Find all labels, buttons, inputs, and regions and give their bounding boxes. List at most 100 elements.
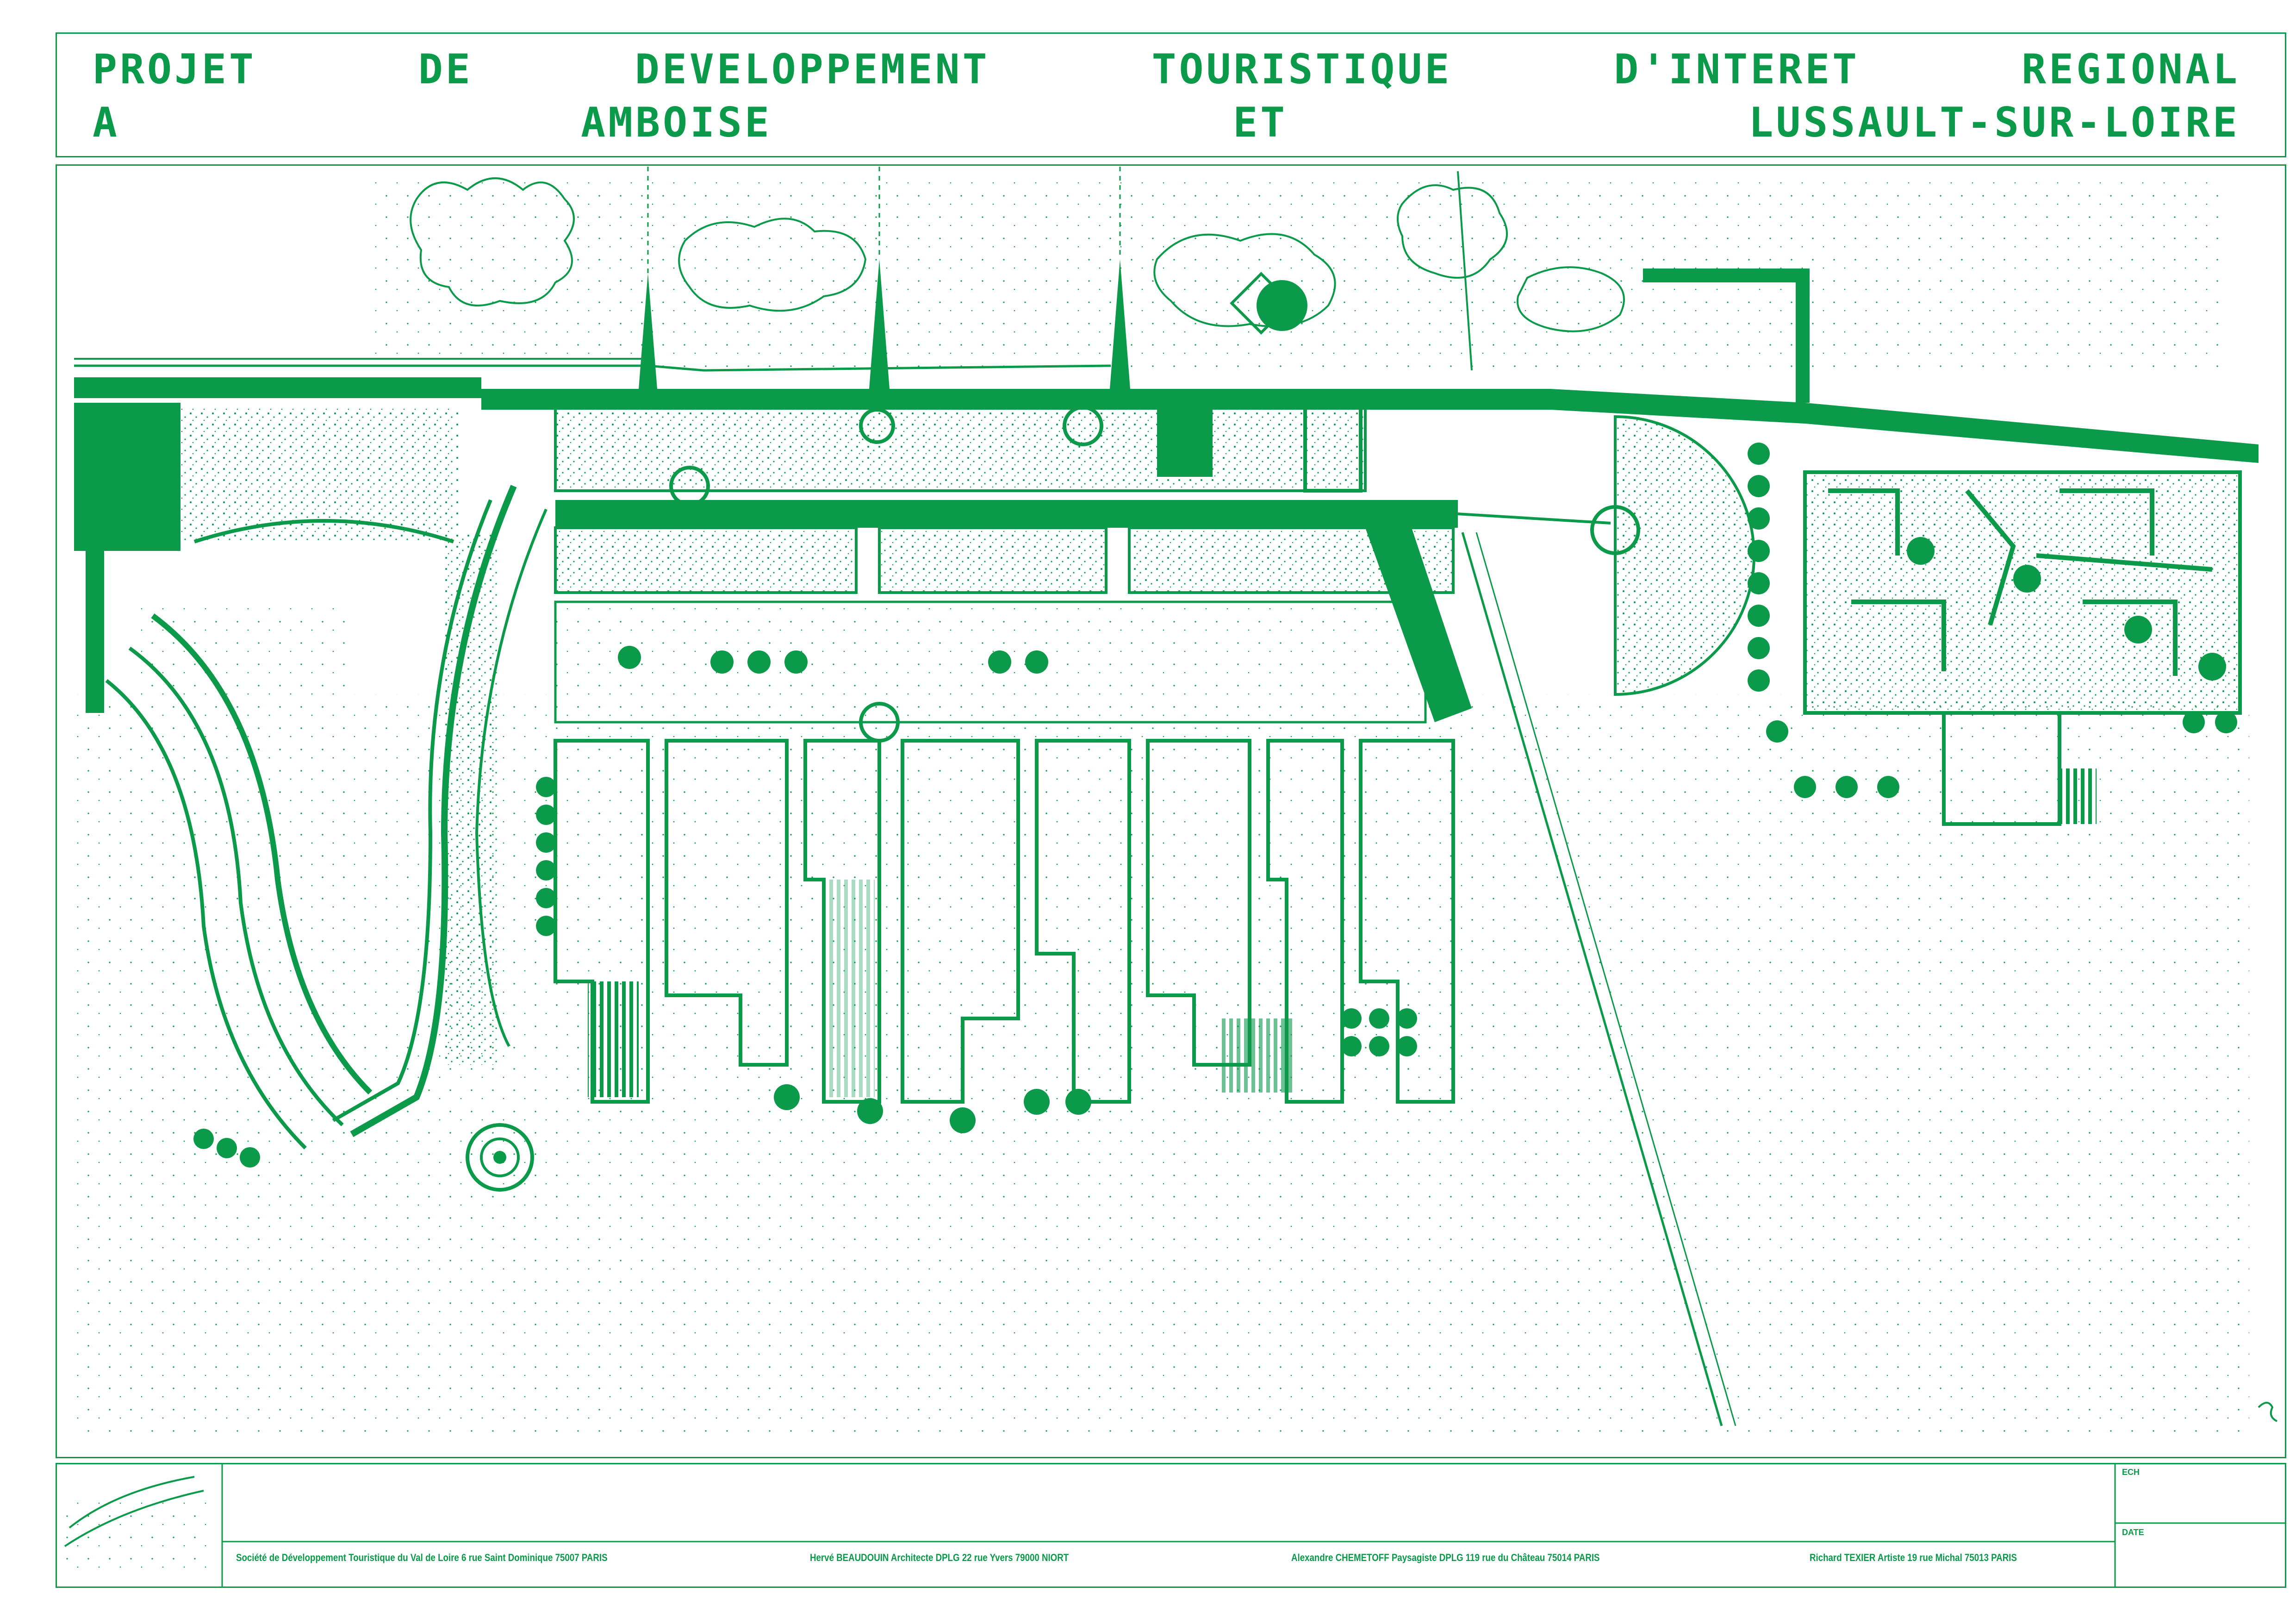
tree [1748, 572, 1770, 594]
right-cluster [1803, 470, 2242, 715]
tree [618, 646, 641, 669]
title-line-1: PROJET DE DEVELOPPEMENT TOURISTIQUE D'IN… [93, 45, 2240, 93]
courtyard-circle [1063, 406, 1103, 446]
credit-client: Société de Développement Touristique du … [236, 1552, 608, 1563]
tree-canopy-outline [1516, 266, 1625, 332]
central-spine [555, 500, 1458, 528]
tree [1024, 1089, 1050, 1115]
tree [536, 832, 556, 853]
spiral-planter [493, 1151, 506, 1164]
tree [950, 1107, 976, 1133]
tree [774, 1084, 800, 1110]
title-frame [56, 32, 2286, 157]
tree-canopy-outline [1397, 184, 1508, 279]
tree [1341, 1036, 1362, 1056]
tree [2198, 653, 2226, 681]
tree [1794, 776, 1816, 798]
tree [1766, 720, 1788, 743]
tree [1748, 475, 1770, 497]
title-block-lines [64, 1463, 2286, 1588]
tree [2013, 565, 2041, 593]
tree [217, 1138, 237, 1158]
pavilion-circle [1257, 280, 1307, 331]
diagonal-path [1475, 532, 1736, 1426]
diagonal-path [1461, 532, 1723, 1426]
axis-spike [639, 273, 657, 389]
mid-building [878, 526, 1108, 594]
upper-buildings [554, 406, 1367, 492]
tree-canopy-outline [1153, 233, 1336, 327]
tree [240, 1147, 260, 1168]
scale-label: ECH [2122, 1468, 2140, 1477]
road-line [1457, 171, 1473, 371]
housing-stipple [555, 741, 1453, 1111]
tree [1748, 507, 1770, 530]
tree [193, 1129, 214, 1149]
building-block [1157, 407, 1213, 477]
title-block-frame [56, 1463, 2286, 1588]
housing-hatch [824, 880, 875, 1097]
dock-pier [86, 537, 104, 713]
tree [1397, 1008, 1417, 1029]
tree [1748, 443, 1770, 465]
tree-canopy-outline [678, 218, 867, 312]
tree [1907, 537, 1935, 565]
ground-texture-top [370, 176, 2221, 370]
credit-landscape: Alexandre CHEMETOFF Paysagiste DPLG 119 … [1291, 1552, 1600, 1563]
tree [1397, 1036, 1417, 1056]
tree [1369, 1036, 1389, 1056]
housing-hatch [1222, 1018, 1296, 1093]
plan-group [74, 167, 2277, 1435]
tree [988, 650, 1011, 674]
tree [1341, 1008, 1362, 1029]
main-road [74, 377, 2259, 463]
spiral-planter [480, 1137, 520, 1177]
spine-walk [1457, 512, 1611, 525]
axis-spike [1110, 259, 1130, 389]
tree [1877, 776, 1899, 798]
axis-spike [869, 259, 890, 389]
tree [536, 777, 556, 797]
tree [2183, 711, 2205, 733]
tree [1836, 776, 1858, 798]
building-block [1303, 406, 1363, 493]
right-cluster-annex [1942, 711, 2061, 826]
housing-hatch [588, 981, 639, 1097]
tree [536, 888, 556, 908]
tree [1748, 605, 1770, 627]
riverbank-line [74, 364, 1111, 372]
tree [1748, 669, 1770, 692]
tree [1065, 1089, 1091, 1115]
tree [536, 805, 556, 825]
right-cluster-hatch [2060, 768, 2097, 824]
tree [1748, 637, 1770, 659]
credit-artist: Richard TEXIER Artiste 19 rue Michal 750… [1810, 1552, 2017, 1563]
tree [784, 650, 808, 674]
plan-frame [56, 164, 2286, 1458]
credit-architect: Hervé BEAUDOUIN Architecte DPLG 22 rue Y… [810, 1552, 1069, 1563]
fan-plaza [1614, 415, 1755, 696]
tree [710, 650, 734, 674]
tree [536, 860, 556, 881]
location-thumbnail-fill [65, 1500, 213, 1579]
quay-stipple [444, 532, 500, 1065]
tree [857, 1098, 883, 1124]
signature-mark [2258, 1402, 2277, 1422]
tree [747, 650, 771, 674]
tree [2215, 711, 2237, 733]
tree [1025, 650, 1048, 674]
dock-arch [193, 519, 454, 543]
courtyard-circle [859, 408, 895, 444]
mid-building [554, 526, 858, 594]
right-cluster-walls [1828, 488, 2213, 676]
tree [536, 916, 556, 936]
terrace-stipple [139, 602, 352, 1157]
title-line-2: A AMBOISE ET LUSSAULT-SUR-LOIRE [93, 99, 2240, 146]
tree [1748, 540, 1770, 562]
spiral-planter [466, 1123, 534, 1192]
dock-hatch [106, 412, 171, 528]
date-label: DATE [2122, 1528, 2144, 1537]
tree-canopy-outline [410, 177, 575, 306]
pavilion-square [1230, 272, 1293, 335]
